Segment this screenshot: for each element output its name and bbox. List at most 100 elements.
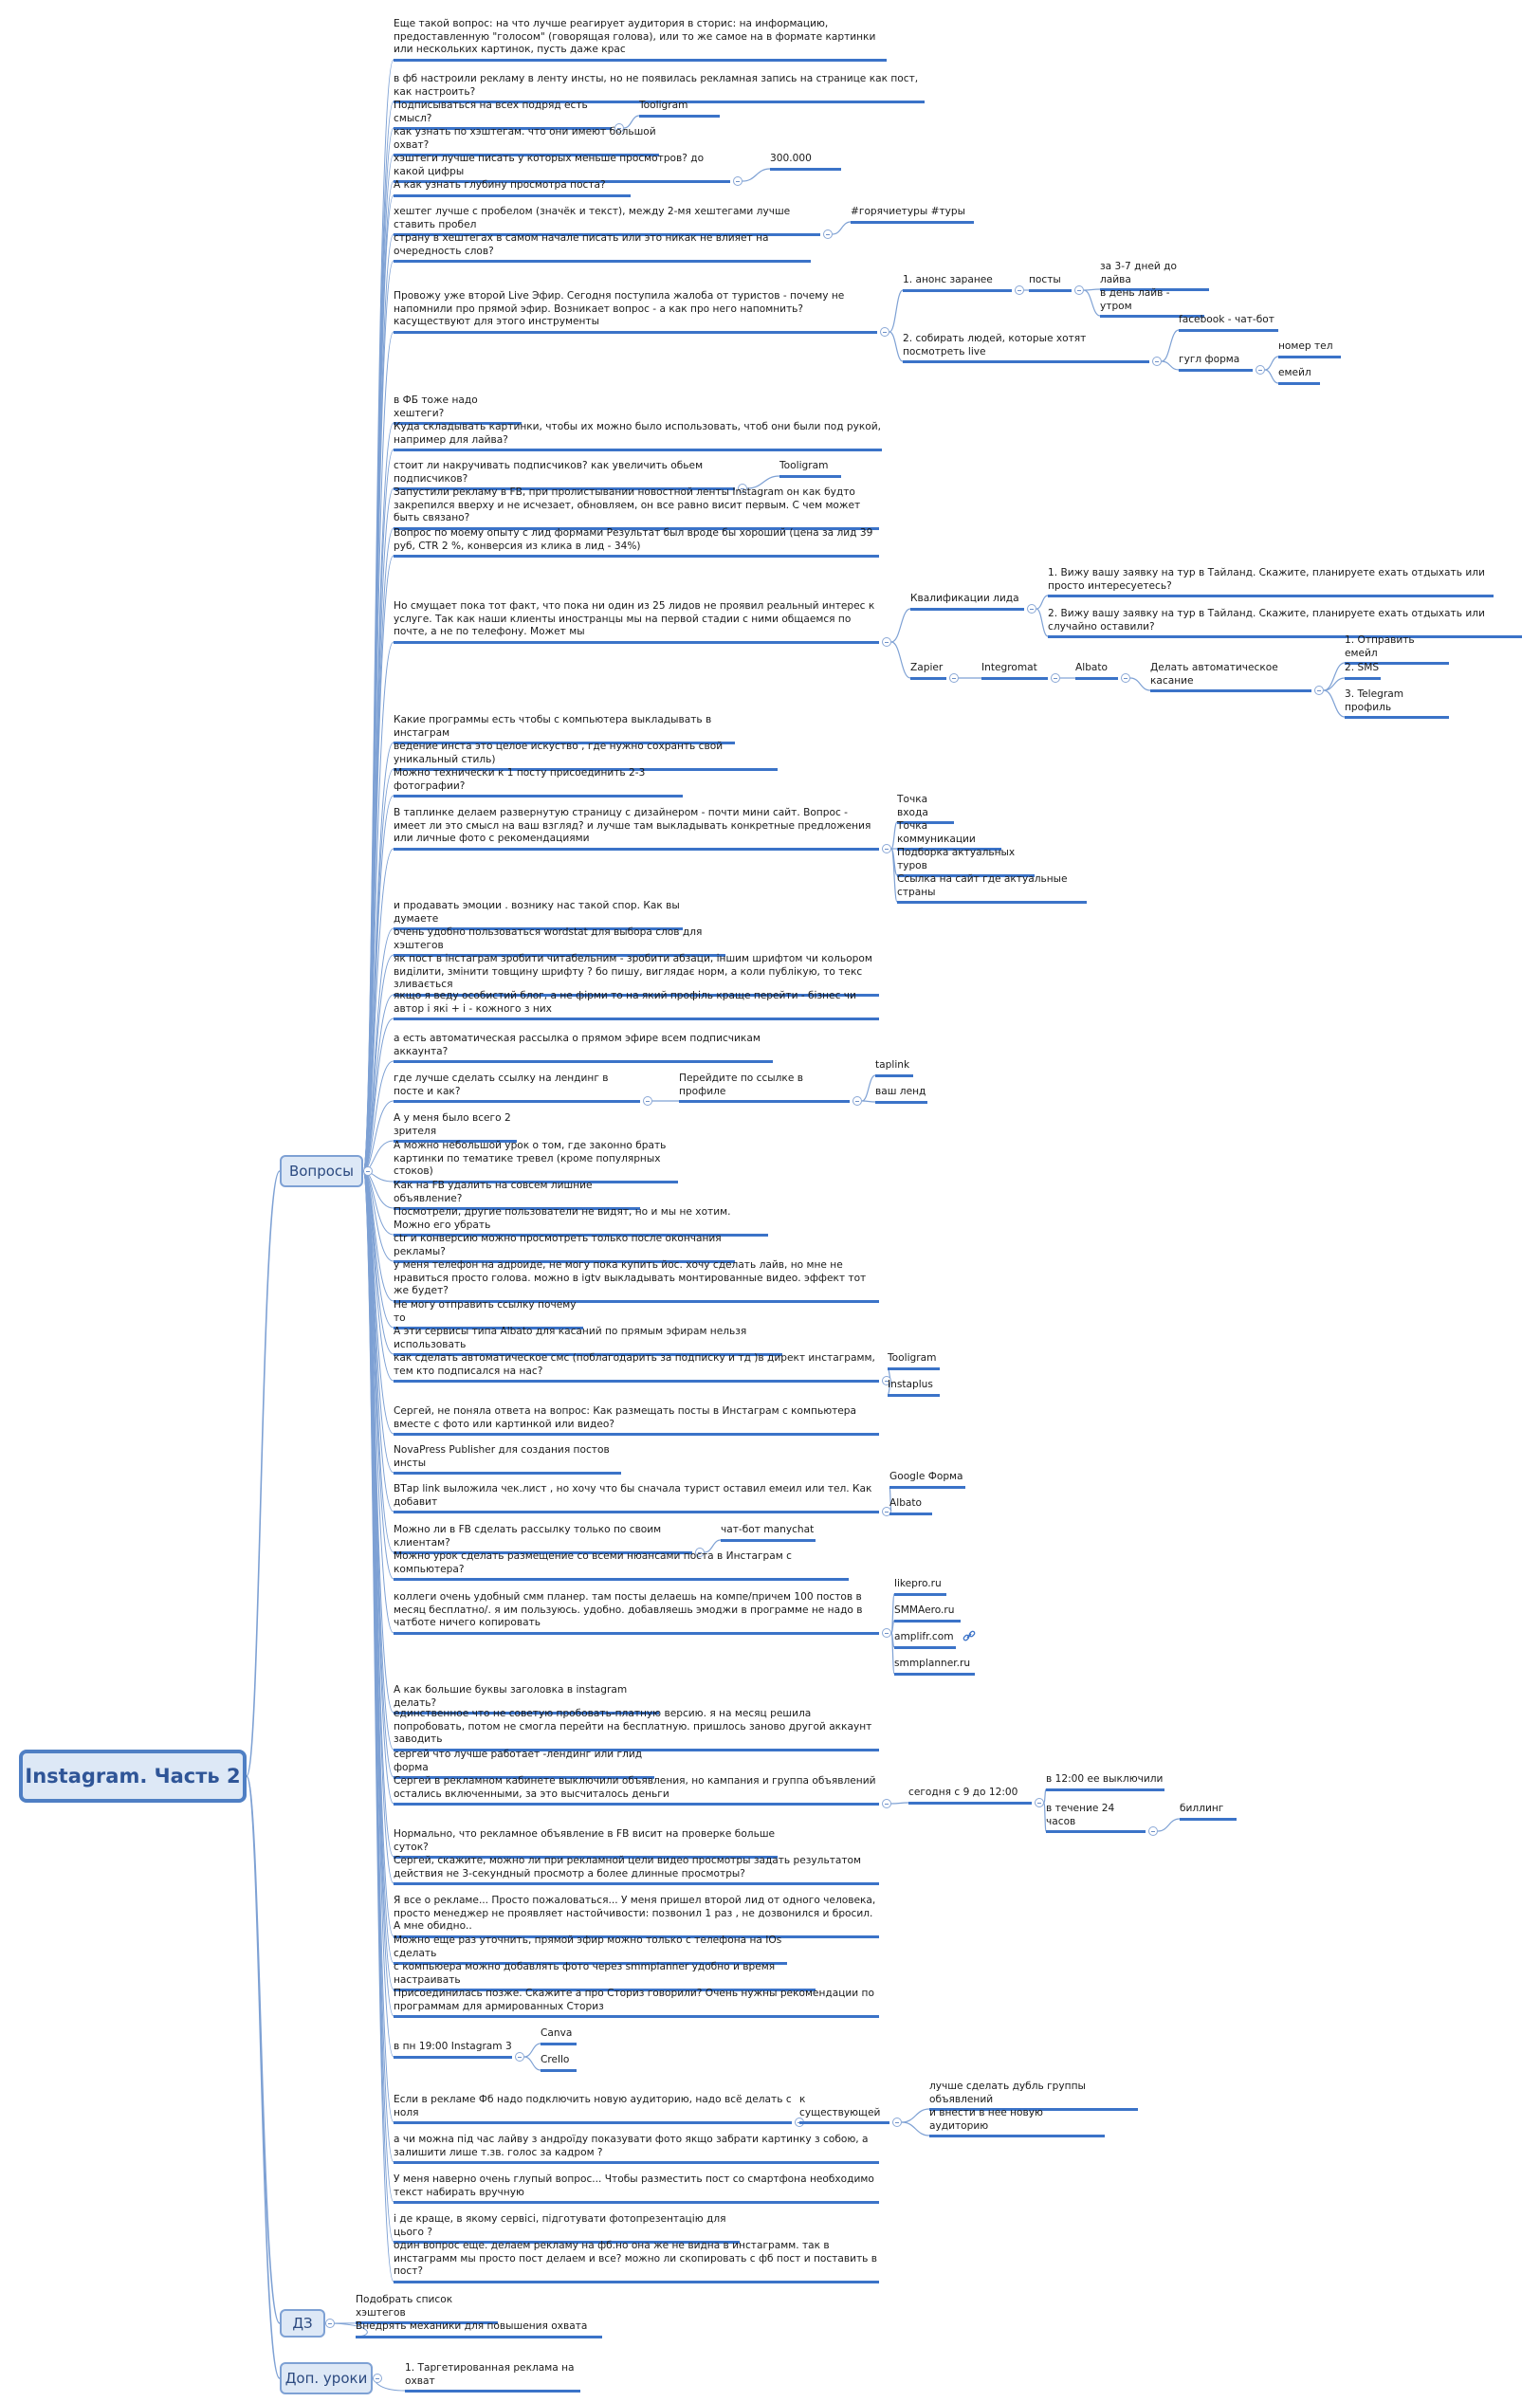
- topic-q9b[interactable]: 2. собирать людей, которые хотят посмотр…: [903, 332, 1149, 363]
- topic-q18[interactable]: Можно технически к 1 посту присоединить …: [394, 766, 683, 798]
- topic-q15a2[interactable]: 2. Вижу вашу заявку на тур в Тайланд. Ск…: [1048, 607, 1522, 638]
- topic-q33[interactable]: А эти сервисы типа Albato для касаний по…: [394, 1325, 782, 1356]
- topic-q44a[interactable]: сегодня с 9 до 12:00: [908, 1786, 1032, 1805]
- collapse-toggle-icon[interactable]: [695, 1548, 705, 1557]
- topic-q9a1[interactable]: посты: [1029, 273, 1072, 292]
- topic-q10[interactable]: в ФБ тоже надо хештеги?: [394, 394, 522, 425]
- collapse-toggle-icon[interactable]: [1256, 365, 1265, 375]
- topic-q34a[interactable]: Tooligram: [888, 1351, 940, 1370]
- topic-q19[interactable]: В таплинке делаем развернутую страницу с…: [394, 806, 879, 851]
- topic-q23[interactable]: якщо я веду особистий блог, а не фірми т…: [394, 989, 879, 1020]
- collapse-toggle-icon[interactable]: [949, 673, 959, 683]
- topic-q4[interactable]: как узнать по хэштегам. что они имеют бо…: [394, 125, 659, 156]
- topic-q52a1[interactable]: лучше сделать дубль группы объявлений: [929, 2080, 1138, 2111]
- collapse-toggle-icon[interactable]: [1121, 673, 1130, 683]
- collapse-toggle-icon[interactable]: [643, 1096, 652, 1106]
- topic-q15a1[interactable]: 1. Вижу вашу заявку на тур в Тайланд. Ск…: [1048, 566, 1494, 597]
- topic-q19b[interactable]: Точка коммуникации: [897, 819, 1001, 851]
- topic-q7[interactable]: хештег лучше с пробелом (значёк и текст)…: [394, 205, 820, 236]
- topic-q52a2[interactable]: и внести в нее новую аудиторию: [929, 2106, 1105, 2137]
- topic-q37[interactable]: ВТар link выложила чек.лист , но хочу чт…: [394, 1482, 879, 1513]
- collapse-toggle-icon[interactable]: [882, 1507, 891, 1516]
- topic-q3[interactable]: Подписываться на всех подряд есть смысл?: [394, 99, 612, 130]
- topic-q25a[interactable]: Перейдите по ссылке в профиле: [679, 1072, 850, 1103]
- topic-q9b2a[interactable]: номер тел: [1278, 339, 1341, 358]
- topic-q38[interactable]: Можно ли в FB сделать рассылку только по…: [394, 1523, 692, 1554]
- topic-q15x2[interactable]: 2. SMS: [1345, 661, 1381, 680]
- topic-q5a[interactable]: 300.000: [770, 152, 841, 171]
- topic-q40a[interactable]: likepro.ru: [894, 1577, 946, 1596]
- collapse-toggle-icon[interactable]: [515, 2052, 524, 2062]
- collapse-toggle-icon[interactable]: [325, 2319, 335, 2328]
- topic-q44[interactable]: Сергей в рекламном кабинете выключили об…: [394, 1774, 879, 1806]
- link-icon[interactable]: [962, 1628, 977, 1643]
- collapse-toggle-icon[interactable]: [738, 484, 747, 493]
- topic-q56[interactable]: один вопрос еще. делаем рекламу на фб.но…: [394, 2239, 879, 2283]
- topic-q6[interactable]: А как узнать глубину просмотра поста?: [394, 178, 631, 197]
- topic-q7a[interactable]: #горячиетуры #туры: [851, 205, 974, 224]
- topic-q28[interactable]: Как на FB удалить на совсем лишние объяв…: [394, 1179, 640, 1210]
- collapse-toggle-icon[interactable]: [882, 1376, 891, 1385]
- topic-q51[interactable]: в пн 19:00 Instagram 3: [394, 2040, 512, 2059]
- topic-q31[interactable]: у меня телефон на адроиде, не могу пока …: [394, 1258, 879, 1303]
- topic-q37b[interactable]: Albato: [889, 1496, 932, 1515]
- topic-q52a[interactable]: к существующей: [799, 2093, 889, 2124]
- topic-q34[interactable]: как сделать автоматическое смс (поблагод…: [394, 1351, 879, 1383]
- topic-h2[interactable]: Внедрять механики для повышения охвата: [356, 2319, 602, 2338]
- topic-q32[interactable]: Не могу отправить ссылку почему то: [394, 1298, 583, 1329]
- topic-e1[interactable]: 1. Таргетированная реклама на охват: [405, 2361, 580, 2393]
- topic-q9a1a[interactable]: за 3-7 дней до лайва: [1100, 260, 1209, 291]
- topic-q55[interactable]: і де краще, в якому сервісі, підготувати…: [394, 2212, 740, 2244]
- topic-q38a[interactable]: чат-бот manychat: [721, 1523, 816, 1542]
- collapse-toggle-icon[interactable]: [823, 229, 833, 239]
- topic-q3a[interactable]: Tooligram: [639, 99, 720, 118]
- topic-q9a[interactable]: 1. анонс заранее: [903, 273, 1012, 292]
- topic-q15b1[interactable]: Integromat: [981, 661, 1048, 680]
- topic-q40c[interactable]: amplifr.com: [894, 1630, 956, 1649]
- topic-q49[interactable]: с компьюера можно добавлять фото через s…: [394, 1960, 816, 1991]
- topic-q20[interactable]: и продавать эмоции . вознику нас такой с…: [394, 899, 683, 930]
- collapse-toggle-icon[interactable]: [852, 1096, 862, 1106]
- collapse-toggle-icon[interactable]: [882, 1799, 891, 1808]
- collapse-toggle-icon[interactable]: [882, 637, 891, 647]
- topic-q52[interactable]: Если в рекламе Фб надо подключить новую …: [394, 2093, 792, 2124]
- topic-q22[interactable]: як пост в інстаграм зробити читабельним …: [394, 952, 879, 997]
- branch-homework[interactable]: ДЗ: [280, 2309, 325, 2338]
- collapse-toggle-icon[interactable]: [614, 123, 624, 133]
- topic-q51b[interactable]: Crello: [541, 2053, 577, 2072]
- topic-q37a[interactable]: Google Форма: [889, 1470, 965, 1489]
- topic-q25[interactable]: где лучше сделать ссылку на лендинг в по…: [394, 1072, 640, 1103]
- topic-q17[interactable]: ведение инста это целое искуство , где н…: [394, 740, 778, 771]
- topic-q5[interactable]: хэштеги лучше писать у которых меньше пр…: [394, 152, 730, 183]
- topic-q15x3[interactable]: 3. Telegram профиль: [1345, 688, 1449, 719]
- topic-q15a[interactable]: Квалификации лида: [910, 592, 1024, 611]
- topic-q53[interactable]: а чи можна під час лайву з андроїду пока…: [394, 2133, 879, 2164]
- collapse-toggle-icon[interactable]: [1015, 285, 1024, 295]
- branch-questions[interactable]: Вопросы: [280, 1155, 363, 1187]
- topic-q21[interactable]: очень удобно пользоваться wordstat для в…: [394, 926, 725, 957]
- topic-q46[interactable]: Сергей, скажите, можно ли при рекламной …: [394, 1854, 879, 1885]
- topic-q44a1[interactable]: в 12:00 ее выключили: [1046, 1772, 1164, 1791]
- topic-q9a1b[interactable]: в день лайв - утром: [1100, 286, 1204, 318]
- collapse-toggle-icon[interactable]: [1148, 1826, 1158, 1836]
- topic-q41[interactable]: А как большие буквы заголовка в instagra…: [394, 1683, 659, 1714]
- topic-q47[interactable]: Я все о рекламе... Просто пожаловаться..…: [394, 1894, 879, 1938]
- topic-q15x1[interactable]: 1. Отправить емейл: [1345, 633, 1449, 665]
- topic-q40b[interactable]: SMMAero.ru: [894, 1604, 961, 1623]
- topic-q29[interactable]: Посмотрели, другие пользователи не видят…: [394, 1205, 768, 1237]
- collapse-toggle-icon[interactable]: [373, 2374, 382, 2383]
- collapse-toggle-icon[interactable]: [882, 1628, 891, 1638]
- topic-q36[interactable]: NovaPress Publisher для создания постов …: [394, 1443, 621, 1475]
- topic-q40d[interactable]: smmplanner.ru: [894, 1657, 975, 1676]
- topic-q43[interactable]: сергей что лучше работает -лендинг или г…: [394, 1748, 654, 1779]
- topic-q39[interactable]: Можно урок сделать размещение со всеми н…: [394, 1549, 849, 1581]
- topic-q1[interactable]: Еще такой вопрос: на что лучше реагирует…: [394, 17, 887, 62]
- topic-q35[interactable]: Сергей, не поняла ответа на вопрос: Как …: [394, 1404, 879, 1436]
- topic-q15[interactable]: Но смущает пока тот факт, что пока ни од…: [394, 599, 879, 644]
- branch-extra-lessons[interactable]: Доп. уроки: [280, 2362, 373, 2394]
- collapse-toggle-icon[interactable]: [1027, 604, 1036, 614]
- topic-q12[interactable]: стоит ли накручивать подписчиков? как ув…: [394, 459, 735, 490]
- collapse-toggle-icon[interactable]: [1051, 673, 1060, 683]
- topic-q42[interactable]: единственное что не советую пробовать-пл…: [394, 1707, 879, 1751]
- topic-q9b2b[interactable]: емейл: [1278, 366, 1320, 385]
